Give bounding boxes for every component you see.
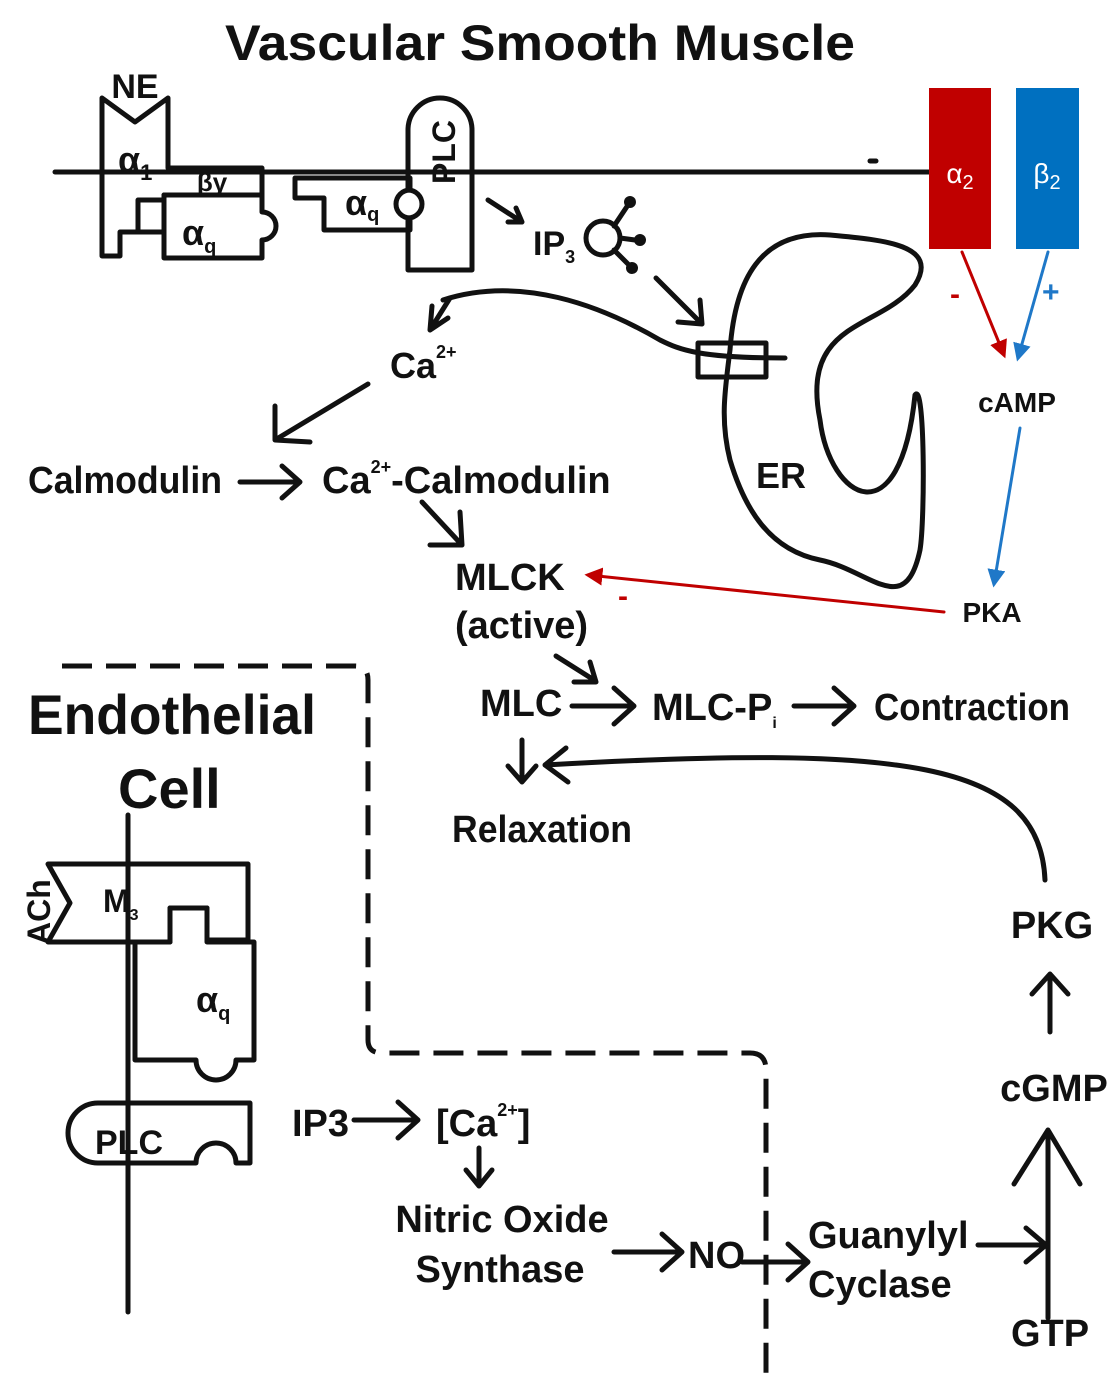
arrow-pka-mlck xyxy=(584,567,946,614)
pkg-label: PKG xyxy=(1011,905,1093,947)
ca-label-endothelial: [Ca2+] xyxy=(436,1100,530,1145)
er-label: ER xyxy=(756,455,806,496)
arrow-gtp-cgmp xyxy=(1011,1127,1083,1321)
alpha-q-label-2: αq xyxy=(345,182,379,226)
nos-label-line-1: Nitric Oxide xyxy=(395,1199,608,1241)
arrow-plc-ip3 xyxy=(485,197,525,225)
arrow-mlc-mlcp xyxy=(569,685,637,727)
ip3-receptor-channel xyxy=(695,340,769,380)
cgmp-label: cGMP xyxy=(1000,1068,1108,1110)
er-ip3-channel-membrane xyxy=(440,288,788,361)
m3-receptor xyxy=(45,861,251,945)
cyclase-label: Cyclase xyxy=(808,1264,952,1306)
arrow-mlc-relaxation xyxy=(505,737,539,785)
endothelial-title-line-2: Cell xyxy=(118,757,221,820)
arrow-camp-pka xyxy=(987,426,1022,588)
plc-label-endothelial: PLC xyxy=(95,1124,163,1162)
mlck-label: MLCK xyxy=(455,557,565,599)
plc-label: PLC xyxy=(426,120,462,184)
arrow-calmodulin-complex xyxy=(237,463,303,501)
arrow-alpha2-camp xyxy=(960,250,1007,359)
cell-boundary-dashed xyxy=(62,663,769,1385)
arrow-ip3-ca-endothelial xyxy=(351,1099,421,1141)
ach-ligand-label: ACh xyxy=(21,879,57,945)
arrow-beta2-camp xyxy=(1013,250,1050,362)
inhibit-sign-pka: - xyxy=(618,580,628,613)
arrow-pkg-relaxation xyxy=(542,745,1048,883)
endothelial-title-line-1: Endothelial xyxy=(28,683,316,746)
arrow-er-ca-release xyxy=(427,295,453,333)
alpha2-label: α2 xyxy=(946,158,973,194)
camp-label: cAMP xyxy=(978,387,1056,418)
alpha-q-subunit-1 xyxy=(135,192,279,261)
arrow-mlck-mlcp xyxy=(553,653,599,685)
ip3-phosphate xyxy=(624,196,636,208)
arrow-cgmp-pkg xyxy=(1029,971,1071,1035)
m3-label: M3 xyxy=(103,883,139,924)
no-label: NO xyxy=(688,1235,745,1277)
ip3-phosphate xyxy=(626,262,638,274)
mlck-state-label: (active) xyxy=(455,605,588,647)
betagamma-label: βγ xyxy=(197,167,228,197)
diagram-title: Vascular Smooth Muscle xyxy=(225,15,855,71)
mlc-p-label: MLC-Pi xyxy=(652,687,777,732)
arrow-complex-mlck xyxy=(419,499,465,548)
alpha-q-label-1: αq xyxy=(182,212,216,258)
ca-label: Ca2+ xyxy=(390,342,457,386)
pka-label: PKA xyxy=(962,597,1021,628)
mlc-label: MLC xyxy=(480,683,562,725)
guanylyl-label: Guanylyl xyxy=(808,1215,969,1257)
ne-ligand-label: NE xyxy=(111,68,158,106)
stimulate-sign-beta2: + xyxy=(1042,276,1060,309)
ip3-label: IP3 xyxy=(533,225,575,267)
calmodulin-label: Calmodulin xyxy=(28,460,222,502)
relaxation-label: Relaxation xyxy=(452,809,632,851)
arrow-ip3-er-channel xyxy=(653,275,705,327)
contraction-label: Contraction xyxy=(874,687,1070,729)
plc-enzyme xyxy=(405,95,475,273)
alpha2-receptor xyxy=(929,88,991,249)
alpha-q-subunit-endothelial xyxy=(132,905,257,1083)
alpha1-label: α1 xyxy=(118,139,152,185)
nos-label-line-2: Synthase xyxy=(416,1249,585,1291)
ip3-label-endothelial: IP3 xyxy=(292,1103,349,1145)
beta2-label: β2 xyxy=(1033,158,1060,194)
arrow-nos-no xyxy=(611,1231,685,1273)
gtp-label: GTP xyxy=(1011,1313,1089,1355)
arrow-mlcp-contraction xyxy=(791,685,857,727)
beta2-receptor xyxy=(1016,88,1079,249)
ip3-phosphate xyxy=(634,234,646,246)
alpha-q-label-endothelial: αq xyxy=(196,979,230,1025)
arrow-ca-nos xyxy=(463,1145,495,1189)
plc-enzyme-endothelial xyxy=(65,1100,253,1166)
er-membrane xyxy=(721,232,926,589)
ca-calmodulin-label: Ca2+-Calmodulin xyxy=(322,457,611,502)
arrow-ca-calmodulin xyxy=(272,381,371,445)
arrow-no-guanylyl xyxy=(739,1241,811,1283)
inhibit-sign-alpha2: - xyxy=(950,278,960,311)
arrow-guanylyl-gtp xyxy=(975,1225,1049,1265)
